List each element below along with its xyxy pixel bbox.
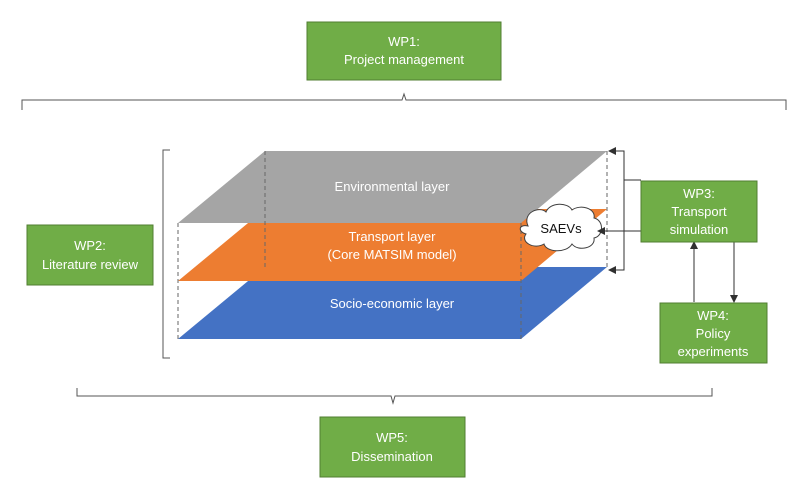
transport-layer [178,209,607,281]
wp1-label: Project management [344,52,464,67]
saevs-label: SAEVs [540,221,582,236]
wp4-label-line2: experiments [678,344,749,359]
top-bracket [21,92,787,110]
wp4-title: WP4: [697,308,729,323]
environmental-layer-label: Environmental layer [335,179,451,194]
wp2-box: WP2: Literature review [26,224,154,286]
wp3-label-line2: simulation [670,222,729,237]
wp3-label-line1: Transport [671,204,727,219]
wp5-title: WP5: [376,430,408,445]
wp4-box: WP4: Policy experiments [659,302,768,364]
wp5-label: Dissemination [351,449,433,464]
wp5-box: WP5: Dissemination [319,416,466,478]
wp3-title: WP3: [683,186,715,201]
wp3-bracket-connector [612,150,641,271]
saevs-cloud: SAEVs [519,203,602,252]
wp4-label-line1: Policy [696,326,731,341]
transport-layer-label-line1: Transport layer [349,229,437,244]
left-bracket [162,149,170,359]
wp3-box: WP3: Transport simulation [640,180,758,243]
wp2-label: Literature review [42,257,139,272]
socio-economic-layer-label: Socio-economic layer [330,296,455,311]
environmental-layer [178,151,607,223]
wp1-title: WP1: [388,34,420,49]
transport-layer-label-line2: (Core MATSIM model) [327,247,456,262]
socio-economic-layer [178,267,607,339]
bottom-bracket [76,388,713,405]
wp1-box: WP1: Project management [306,21,502,81]
wp2-title: WP2: [74,238,106,253]
